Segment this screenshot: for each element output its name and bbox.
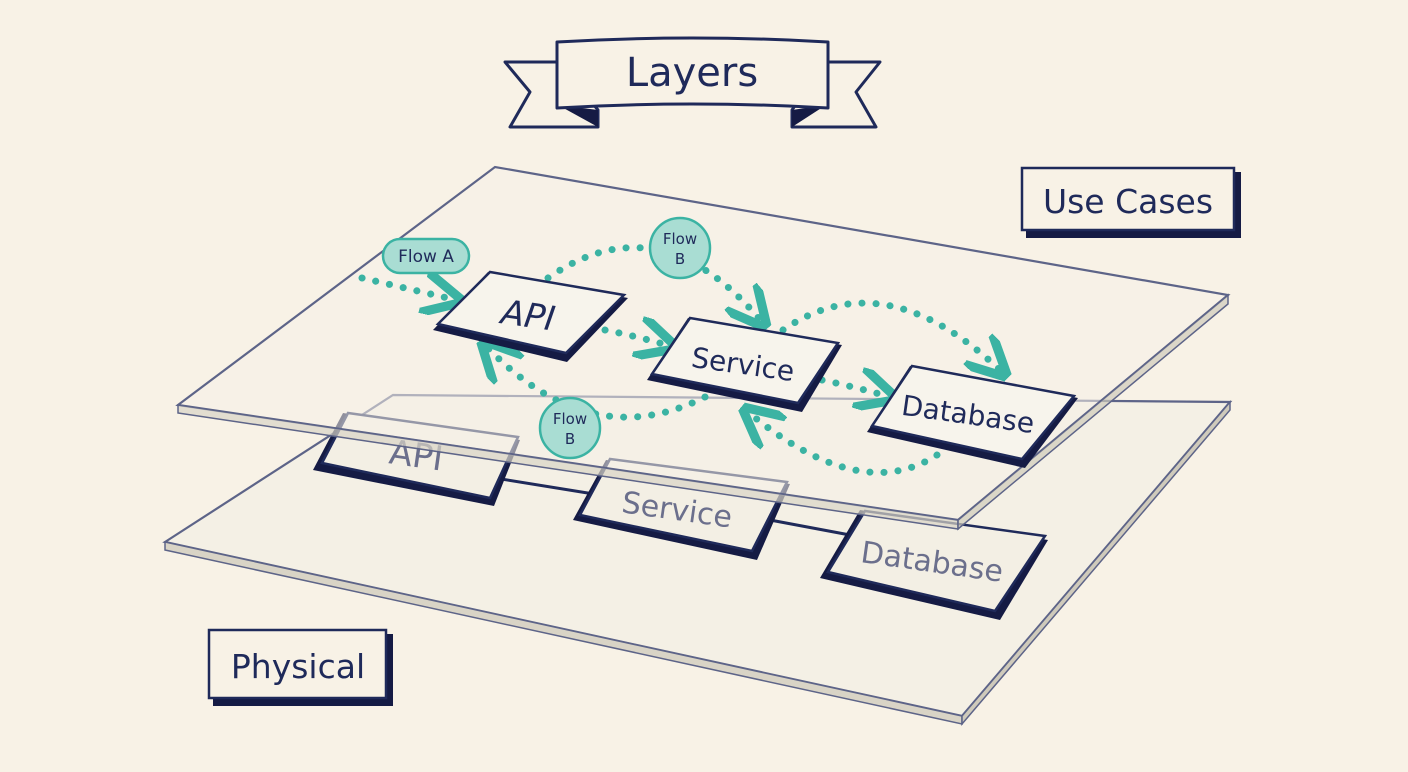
node-database: Database bbox=[867, 364, 1078, 468]
physical-node-database: Database bbox=[820, 509, 1048, 620]
node-service: Service bbox=[647, 316, 842, 412]
physical-label-box: Physical bbox=[207, 628, 393, 706]
flow-a-arrow bbox=[358, 278, 456, 300]
use-cases-label: Use Cases bbox=[1043, 182, 1213, 221]
use-cases-label-box: Use Cases bbox=[1020, 166, 1241, 238]
node-api: API bbox=[433, 270, 628, 362]
title-banner: Layers bbox=[503, 36, 882, 129]
flow-a-badge: Flow A bbox=[381, 237, 471, 275]
physical-label: Physical bbox=[231, 647, 365, 686]
page-title: Layers bbox=[626, 50, 758, 96]
api-label: API bbox=[497, 292, 558, 339]
service-to-database-arc bbox=[779, 299, 1002, 372]
flow-a-label: Flow A bbox=[398, 247, 454, 267]
physical-connection-line bbox=[493, 476, 852, 537]
